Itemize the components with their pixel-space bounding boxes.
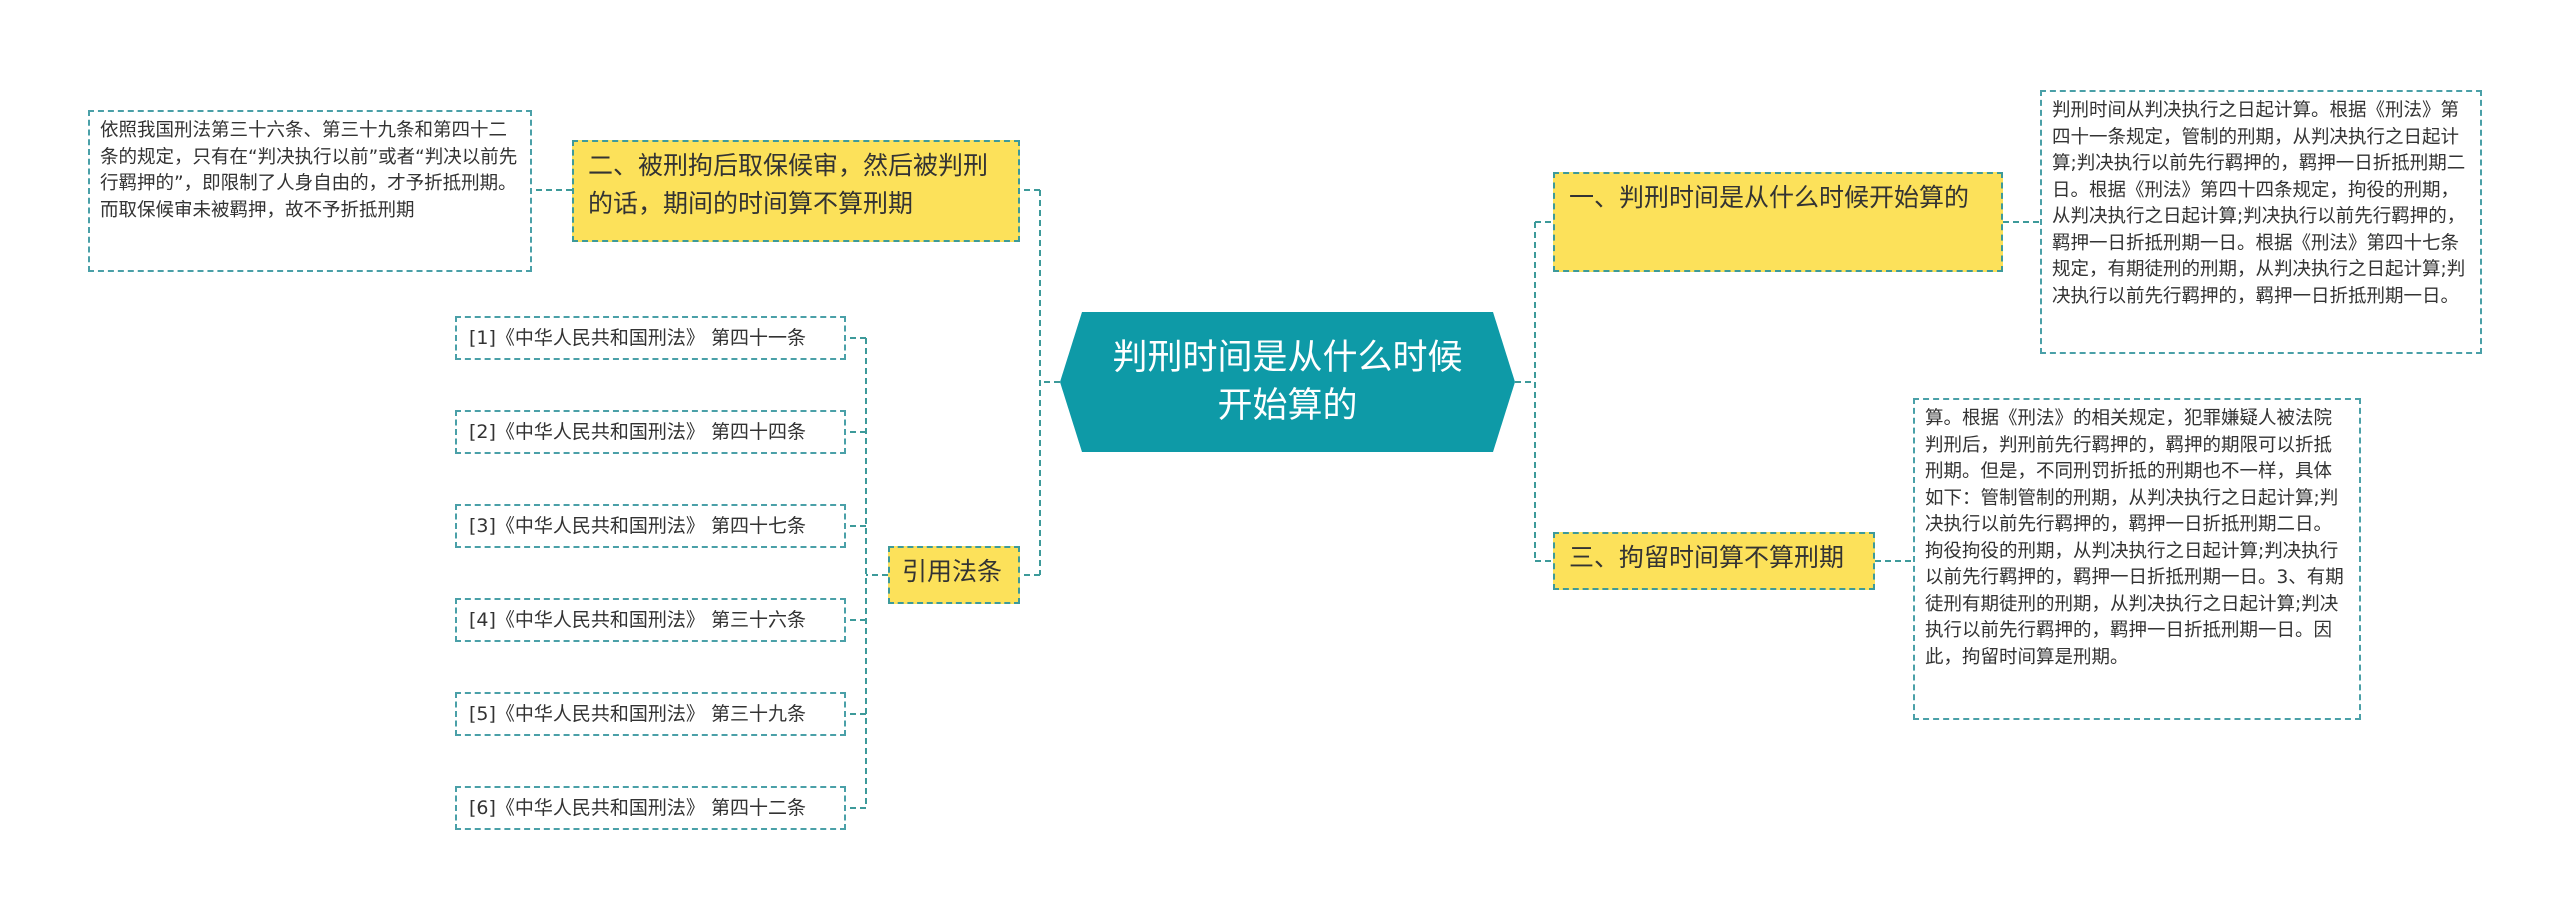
branch-q1-label: 一、判刑时间是从什么时候开始算的 (1569, 183, 1970, 212)
branch-q3-note-text: 算。根据《刑法》的相关规定，犯罪嫌疑人被法院判刑后，判刑前先行羁押的，羁押的期限… (1925, 408, 2344, 668)
branch-q3-note[interactable]: 算。根据《刑法》的相关规定，犯罪嫌疑人被法院判刑后，判刑前先行羁押的，羁押的期限… (1913, 398, 2361, 720)
branch-refs-topic[interactable]: 引用法条 (888, 546, 1020, 604)
ref-item[interactable]: [6]《中华人民共和国刑法》 第四十二条 (455, 786, 846, 830)
ref-item-label: [4]《中华人民共和国刑法》 第三十六条 (469, 609, 806, 631)
branch-q3-label: 三、拘留时间算不算刑期 (1569, 543, 1845, 572)
central-topic[interactable]: 判刑时间是从什么时候开始算的 (1060, 312, 1515, 452)
ref-item[interactable]: [4]《中华人民共和国刑法》 第三十六条 (455, 598, 846, 642)
central-topic-title: 判刑时间是从什么时候开始算的 (1112, 338, 1463, 426)
ref-item[interactable]: [5]《中华人民共和国刑法》 第三十九条 (455, 692, 846, 736)
ref-item[interactable]: [2]《中华人民共和国刑法》 第四十四条 (455, 410, 846, 454)
ref-item-label: [6]《中华人民共和国刑法》 第四十二条 (469, 797, 806, 819)
branch-q2-topic[interactable]: 二、被刑拘后取保候审，然后被判刑的话，期间的时间算不算刑期 (572, 140, 1020, 242)
branch-q3-topic[interactable]: 三、拘留时间算不算刑期 (1553, 532, 1875, 590)
ref-item[interactable]: [1]《中华人民共和国刑法》 第四十一条 (455, 316, 846, 360)
branch-q1-topic[interactable]: 一、判刑时间是从什么时候开始算的 (1553, 172, 2003, 272)
ref-item-label: [3]《中华人民共和国刑法》 第四十七条 (469, 515, 806, 537)
branch-q2-note[interactable]: 依照我国刑法第三十六条、第三十九条和第四十二条的规定，只有在“判决执行以前”或者… (88, 110, 532, 272)
branch-q1-note-text: 判刑时间从判决执行之日起计算。根据《刑法》第四十一条规定，管制的刑期，从判决执行… (2052, 100, 2466, 307)
branch-q1-note[interactable]: 判刑时间从判决执行之日起计算。根据《刑法》第四十一条规定，管制的刑期，从判决执行… (2040, 90, 2482, 354)
ref-item-label: [5]《中华人民共和国刑法》 第三十九条 (469, 703, 806, 725)
ref-item-label: [2]《中华人民共和国刑法》 第四十四条 (469, 421, 806, 443)
branch-q2-note-text: 依照我国刑法第三十六条、第三十九条和第四十二条的规定，只有在“判决执行以前”或者… (100, 120, 518, 221)
branch-refs-label: 引用法条 (902, 557, 1003, 586)
ref-item[interactable]: [3]《中华人民共和国刑法》 第四十七条 (455, 504, 846, 548)
ref-item-label: [1]《中华人民共和国刑法》 第四十一条 (469, 327, 806, 349)
branch-q2-label: 二、被刑拘后取保候审，然后被判刑的话，期间的时间算不算刑期 (588, 151, 989, 218)
